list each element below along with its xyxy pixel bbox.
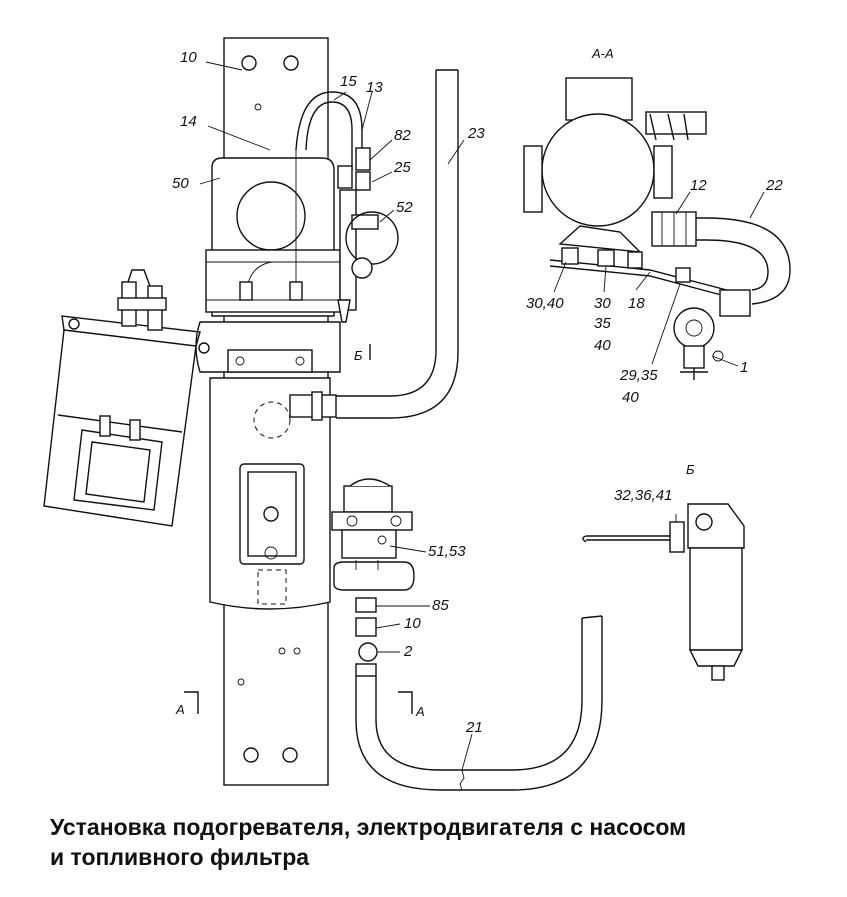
label-10-mid: 10 (404, 615, 421, 632)
heater-body (205, 91, 399, 323)
section-mark-b: Б (354, 348, 363, 363)
label-15: 15 (340, 73, 357, 90)
label-10-top: 10 (180, 49, 197, 66)
label-35: 35 (594, 315, 611, 332)
label-22: 22 (765, 177, 783, 194)
caption-line-2: и топливного фильтра (50, 844, 310, 870)
label-30: 30 (594, 295, 611, 312)
label-14: 14 (180, 113, 197, 130)
pipe-23 (289, 69, 459, 421)
section-labels: А-А Б Б А А (175, 46, 695, 719)
section-mark-a-right: А (415, 704, 425, 719)
label-2: 2 (403, 643, 413, 660)
leader-lines (184, 61, 765, 771)
label-32-36-41: 32,36,41 (614, 487, 672, 504)
label-12: 12 (690, 177, 707, 194)
section-b-fuel-filter (582, 503, 745, 681)
label-25: 25 (393, 159, 411, 176)
label-52: 52 (396, 199, 413, 216)
section-mark-a-left: А (175, 702, 185, 717)
label-21: 21 (465, 719, 483, 736)
heater-lower-body (195, 321, 341, 610)
section-title-b: Б (686, 462, 695, 477)
pipe-21 (355, 615, 603, 791)
motor-pump (331, 478, 415, 677)
label-40: 40 (594, 337, 611, 354)
label-30-40: 30,40 (526, 295, 564, 312)
label-13: 13 (366, 79, 383, 96)
label-51-53: 51,53 (428, 543, 466, 560)
section-a-a (523, 77, 791, 380)
part-labels: 10 15 13 14 82 25 50 23 52 51,53 85 10 2… (172, 49, 783, 736)
label-18: 18 (628, 295, 645, 312)
label-82: 82 (394, 127, 411, 144)
label-50: 50 (172, 175, 189, 192)
label-23: 23 (467, 125, 485, 142)
figure-caption: Установка подогревателя, электродвигател… (50, 812, 830, 872)
caption-line-1: Установка подогревателя, электродвигател… (50, 814, 687, 840)
label-85: 85 (432, 597, 449, 614)
battery-unit (43, 269, 210, 527)
label-40b: 40 (622, 389, 639, 406)
section-title-a-a: А-А (591, 46, 614, 61)
label-1: 1 (740, 359, 748, 376)
label-29-35: 29,35 (619, 367, 658, 384)
